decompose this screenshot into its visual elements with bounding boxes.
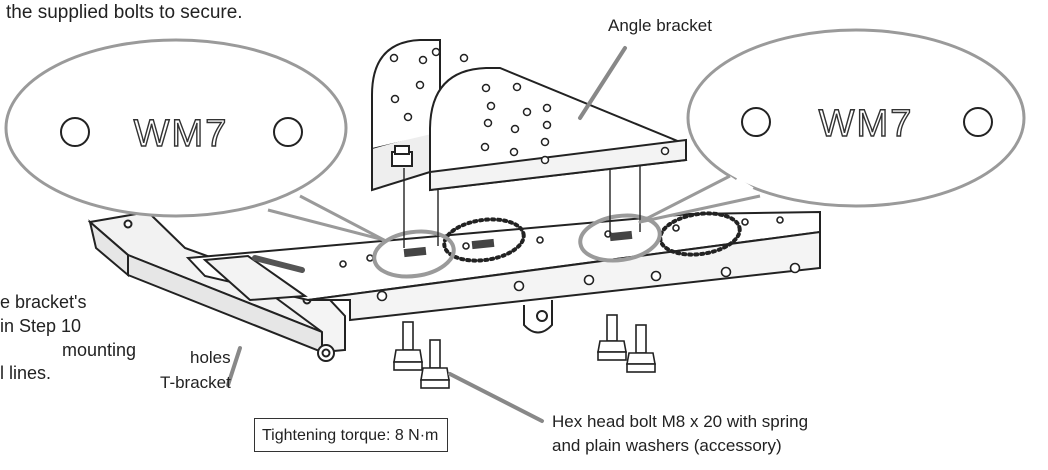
side-note-line2: in Step 10 (0, 316, 82, 336)
plate-markings (403, 230, 633, 258)
angle-bracket (371, 39, 688, 192)
right-marking-text: WM7 (819, 103, 914, 145)
marking-highlights (372, 213, 662, 279)
bolt (420, 339, 450, 389)
bolt-label-line1: Hex head bolt M8 x 20 with spring (552, 412, 809, 431)
angle-bracket-label: Angle bracket (608, 16, 712, 35)
alignment-lines (403, 166, 641, 248)
side-note-line4: l lines. (0, 363, 52, 383)
left-callout-bubble: WM7 (4, 38, 386, 242)
side-note-line3: mounting (62, 340, 137, 360)
rail-holes (339, 216, 801, 302)
torque-label: Tightening torque: 8 N·m (262, 427, 439, 444)
center-lug (523, 300, 553, 334)
t-bracket-label: T-bracket (160, 373, 231, 392)
bolt (393, 321, 423, 371)
leader-lines (226, 46, 627, 423)
bolt (626, 324, 656, 373)
bolt-label-line2: and plain washers (accessory) (552, 436, 782, 455)
right-callout-bubble: WM7 (638, 28, 1026, 224)
instruction-fragment: the supplied bolts to secure. (6, 2, 243, 23)
left-marking-text: WM7 (134, 113, 229, 155)
torque-label-box (254, 418, 448, 452)
side-note-line1: e bracket's (0, 292, 87, 312)
bolts (393, 314, 656, 389)
angle-bracket-holes (389, 47, 670, 165)
bolt (597, 314, 627, 361)
holes-label: holes (190, 348, 231, 367)
